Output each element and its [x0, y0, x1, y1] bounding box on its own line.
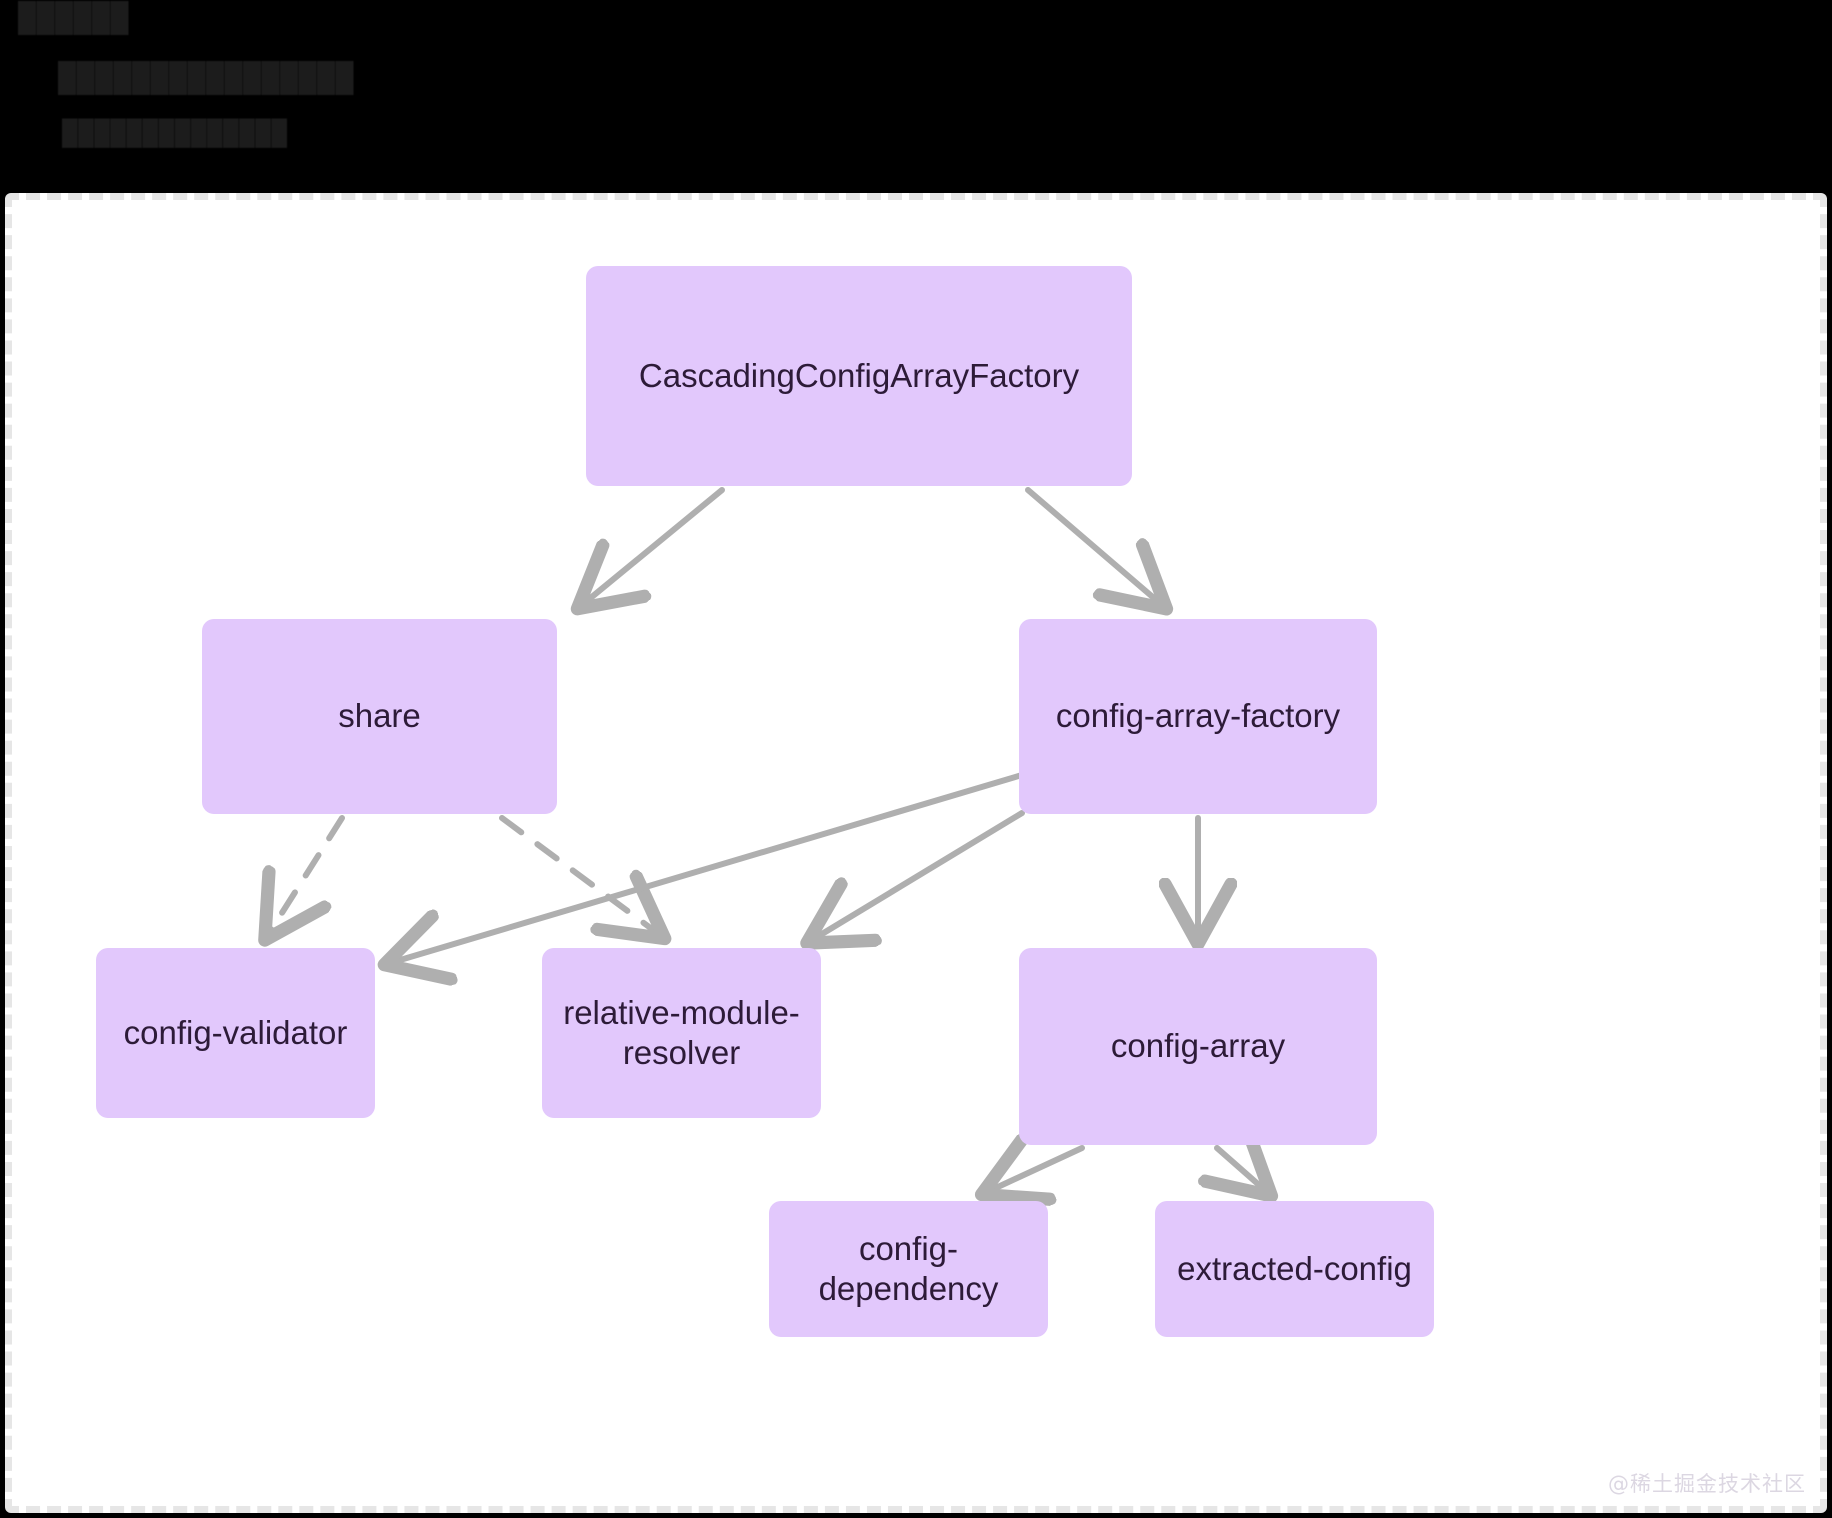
node-label: config-array [1110, 1027, 1286, 1065]
node-label: extracted-config [1177, 1249, 1412, 1287]
obscured-text-line-2: ████████████████ [58, 62, 355, 96]
node-label: config- dependency [818, 1229, 999, 1307]
edge-cascading-to-share [582, 487, 725, 605]
node-cascading-config-array-factory[interactable]: CascadingConfigArrayFactory [586, 266, 1132, 486]
diagram-canvas: CascadingConfigArrayFactory share config… [12, 200, 1820, 1506]
node-label: config-array-factory [1055, 697, 1341, 735]
node-config-array-factory[interactable]: config-array-factory [1019, 619, 1377, 814]
edge-config-array-to-extracted-config [1217, 1148, 1267, 1192]
node-config-dependency[interactable]: config- dependency [769, 1201, 1048, 1337]
edge-config-array-to-config-dependency [987, 1148, 1085, 1192]
edge-share-to-config-validator [268, 815, 345, 935]
node-label: CascadingConfigArrayFactory [638, 356, 1080, 394]
watermark: @稀土掘金技术社区 [1608, 1472, 1806, 1496]
edge-share-to-relative-module-resolver [499, 815, 660, 935]
node-label: relative-module- resolver [563, 993, 800, 1071]
obscured-text-line-1: ██████ [18, 2, 130, 36]
node-config-validator[interactable]: config-validator [96, 948, 375, 1118]
node-label: config-validator [123, 1013, 348, 1051]
obscured-code-strip: ██████ ████████████████ ██████████████ [0, 0, 1832, 195]
node-relative-module-resolver[interactable]: relative-module- resolver [542, 948, 821, 1118]
diagram-container: CascadingConfigArrayFactory share config… [5, 193, 1827, 1513]
edge-cascading-to-config-array-factory [1025, 487, 1162, 605]
node-config-array[interactable]: config-array [1019, 948, 1377, 1145]
node-extracted-config[interactable]: extracted-config [1155, 1201, 1434, 1337]
obscured-text-line-3: ██████████████ [62, 118, 288, 148]
node-share[interactable]: share [202, 619, 557, 814]
node-label: share [338, 697, 421, 735]
edge-config-array-factory-to-relative-module-resolver [812, 810, 1025, 940]
